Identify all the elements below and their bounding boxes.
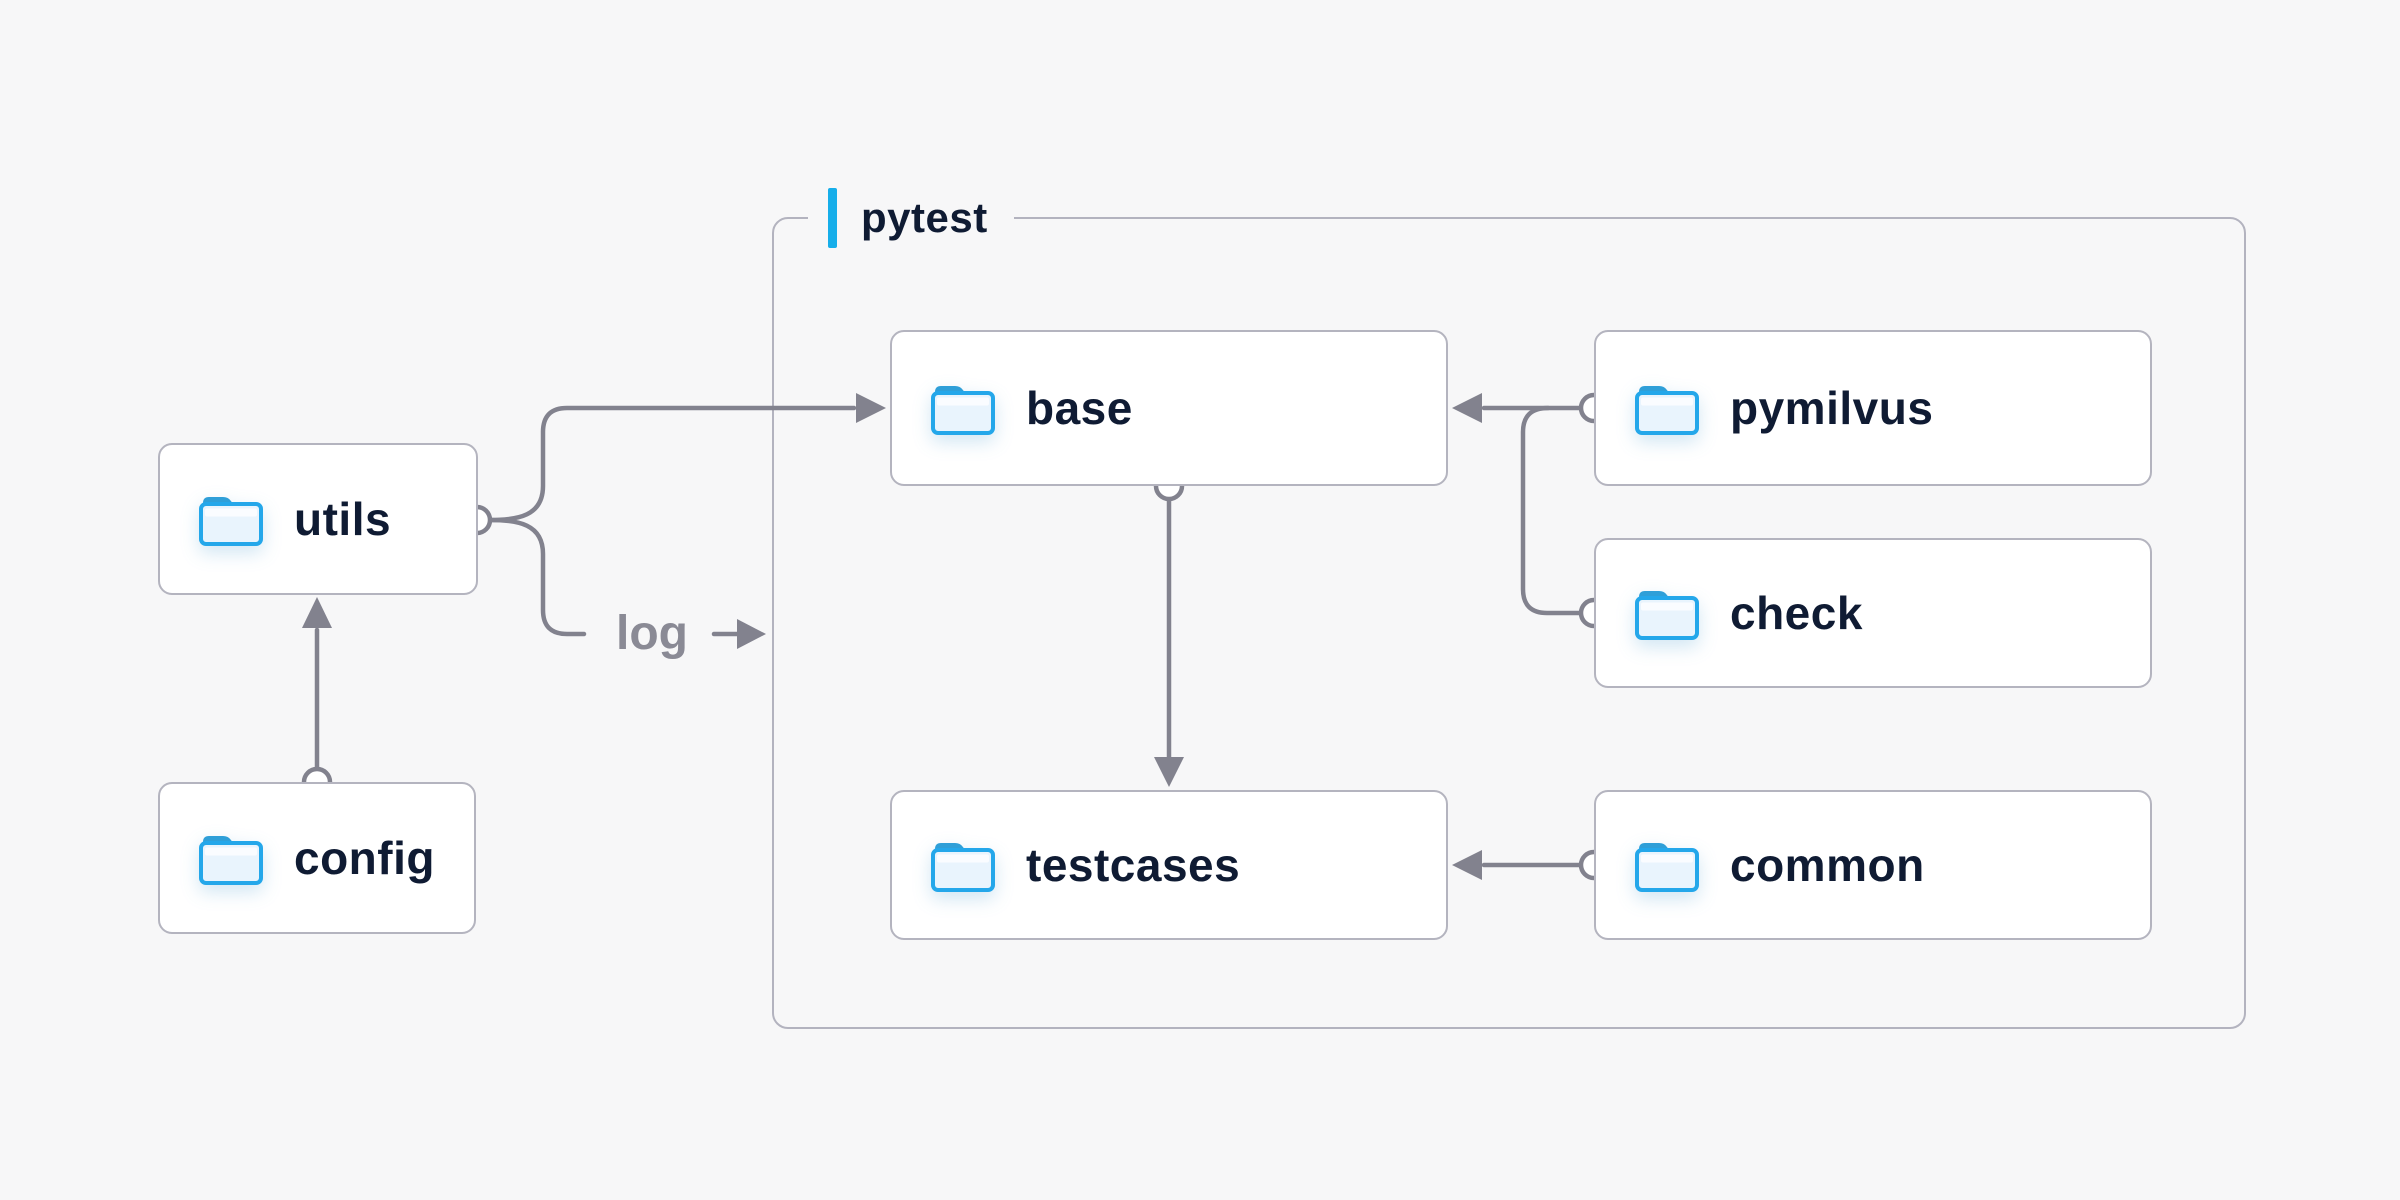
node-testcases: testcases (890, 790, 1448, 940)
arrowhead-into-base-right (1452, 393, 1482, 423)
node-label-utils: utils (294, 493, 392, 545)
node-label-check: check (1730, 587, 1863, 639)
arrowhead-into-testcases-top (1154, 757, 1184, 787)
node-pymilvus: pymilvus (1594, 330, 2152, 486)
folder-icon (198, 830, 264, 886)
node-check: check (1594, 538, 2152, 688)
node-config: config (158, 782, 476, 934)
pytest-container: pytest (772, 186, 2246, 1029)
edge-utils-base (487, 405, 857, 523)
node-common: common (1594, 790, 2152, 940)
node-label-testcases: testcases (1026, 839, 1241, 891)
edge-utils-log (487, 517, 587, 637)
folder-icon (198, 491, 264, 547)
pytest-container-title: pytest (861, 194, 988, 241)
folder-icon (930, 837, 996, 893)
node-label-base: base (1026, 382, 1133, 434)
accent-bar-icon (828, 188, 837, 248)
edge-check-base (1520, 405, 1583, 616)
folder-icon (1634, 837, 1700, 893)
edge-label-log: log (616, 607, 688, 660)
arrowhead-log-into-pytest (737, 619, 766, 649)
folder-icon (1634, 380, 1700, 436)
node-base: base (890, 330, 1448, 486)
arrowhead-into-utils (302, 597, 332, 628)
pytest-container-label: pytest (808, 186, 1014, 250)
node-label-pymilvus: pymilvus (1730, 382, 1934, 434)
node-utils: utils (158, 443, 478, 595)
node-label-config: config (294, 832, 435, 884)
folder-icon (930, 380, 996, 436)
arrowhead-into-base-left (856, 393, 886, 423)
node-label-common: common (1730, 839, 1925, 891)
folder-icon (1634, 585, 1700, 641)
arrowhead-into-testcases-right (1452, 850, 1482, 880)
